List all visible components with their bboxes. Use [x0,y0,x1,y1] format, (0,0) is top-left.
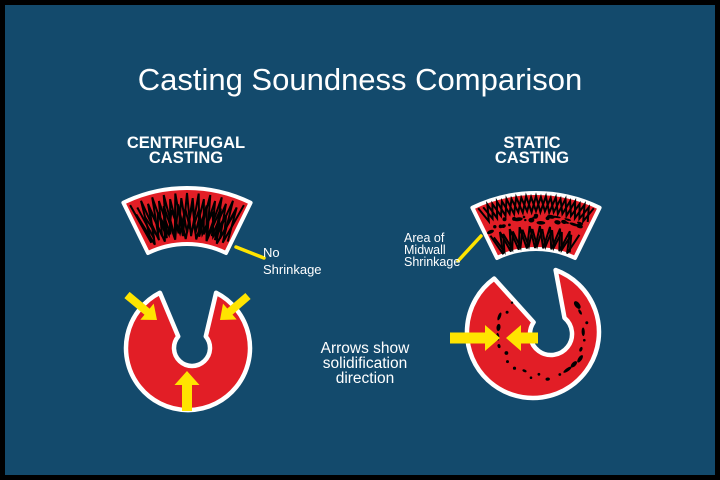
centrifugal-cross-section [121,186,266,260]
page-title: Casting Soundness Comparison [137,62,583,97]
no-shrinkage-pointer-line [234,245,266,260]
dendrite-pattern [135,203,236,246]
static-heading: STATIC CASTING [494,134,570,167]
chill-zigzag-pattern [482,193,591,223]
midwall-pointer-line [456,234,483,263]
ring-shape [123,290,253,413]
no-shrinkage-label: No Shrinkage [263,245,322,277]
solidification-arrow [220,293,251,320]
dendrite-pattern [143,208,228,241]
midwall-shrinkage-label: Area of Midwall Shrinkage [404,231,461,269]
chill-zigzag-pattern [477,192,595,225]
centrifugal-heading: CENTRIFUGAL CASTING [126,134,246,167]
arrows-caption: Arrows show solidification direction [320,340,410,387]
midwall-porosity-ring [496,301,589,381]
chill-zigzag-pattern [493,228,573,255]
centrifugal-ring [123,290,253,413]
solidification-arrow [450,325,500,351]
static-cross-section [456,191,602,263]
midwall-porosity-band [487,213,584,235]
chill-zigzag-pattern [489,225,581,255]
static-ring [450,267,602,401]
solidification-arrow [124,291,157,320]
ring-shape [464,267,602,401]
solidification-arrow [506,325,538,351]
solidification-arrow [174,371,200,411]
